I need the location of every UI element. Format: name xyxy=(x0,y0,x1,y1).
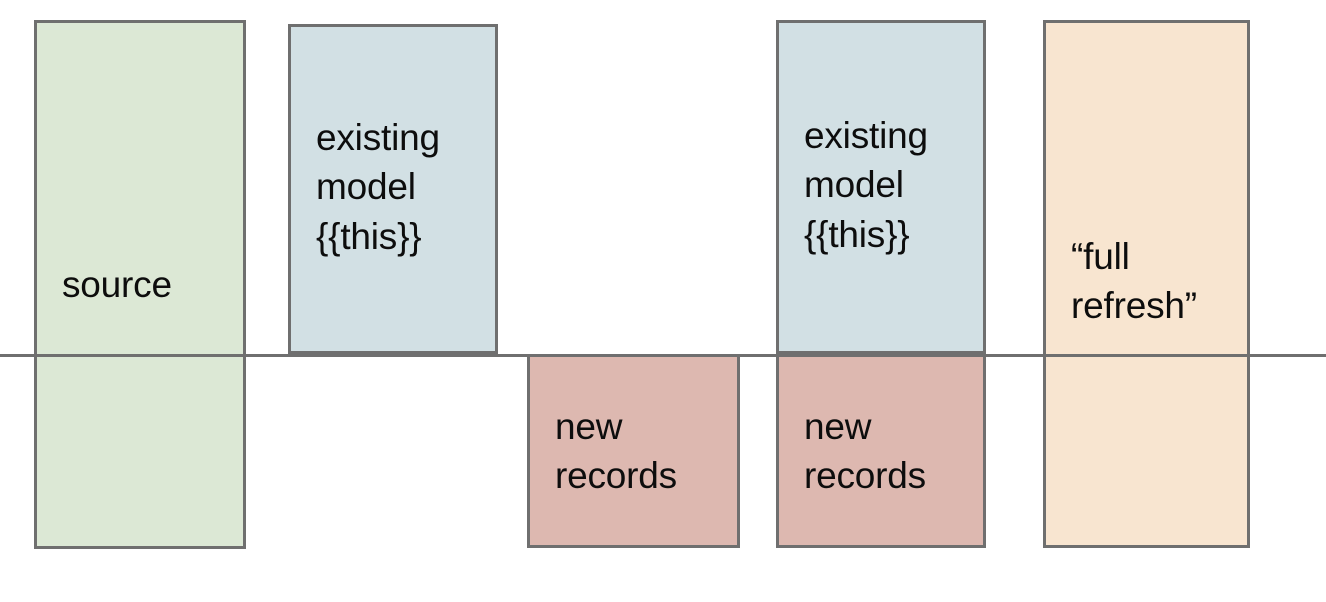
box-source[interactable]: source xyxy=(34,20,246,549)
box-full-refresh-label: “full refresh” xyxy=(1071,235,1197,326)
box-full-refresh[interactable]: “full refresh” xyxy=(1043,20,1250,548)
box-existing-model-1-label: existing model {{this}} xyxy=(316,117,440,257)
box-new-records-1-label: new records xyxy=(555,405,677,496)
box-existing-model-1[interactable]: existing model {{this}} xyxy=(288,24,498,354)
box-existing-model-2[interactable]: existing model {{this}} xyxy=(776,20,986,354)
box-source-label: source xyxy=(62,263,172,305)
box-new-records-2[interactable]: new records xyxy=(776,354,986,548)
horizontal-divider-line xyxy=(0,354,1326,357)
box-new-records-2-label: new records xyxy=(804,405,926,496)
box-existing-model-2-label: existing model {{this}} xyxy=(804,115,928,255)
box-new-records-1[interactable]: new records xyxy=(527,354,740,548)
